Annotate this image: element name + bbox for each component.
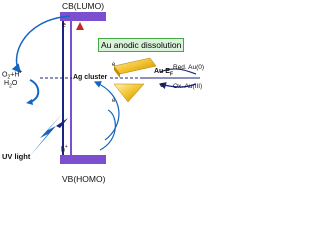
e-small-2: e (112, 98, 116, 104)
lightning-bolt-icon (30, 112, 64, 156)
cb-label: CB(LUMO) (62, 1, 105, 11)
au-ef-label: Au EF (154, 68, 174, 78)
e-small-1: e (112, 62, 116, 68)
electron-return-arrow (93, 81, 120, 141)
band-diagram (11, 12, 200, 164)
ox-au-label: Ox. Au(III) (173, 83, 203, 90)
o2-label: O2+H+ (2, 69, 23, 81)
hole-arrow (99, 109, 116, 151)
hole-label: h+ (61, 144, 68, 154)
red-au-label: Red. Au(0) (173, 64, 205, 71)
h2o-label: H2O (4, 80, 18, 90)
au-redox-arrow (159, 68, 197, 75)
vb-bar (60, 155, 106, 164)
cb-bar (60, 12, 106, 21)
vb-label: VB(HOMO) (62, 174, 106, 184)
electron-right-label: e (160, 82, 164, 89)
uv-bolt-tip (56, 118, 68, 128)
au-redox-return-arrow (158, 82, 197, 90)
o2-reduction-arrowhead (26, 99, 33, 105)
uv-light-label: UV light (2, 152, 31, 161)
ag-cluster-label: Ag cluster (72, 74, 109, 81)
title-text: Au anodic dissolution (101, 40, 182, 50)
au-dissolution-label-box: Au anodic dissolution (98, 38, 184, 52)
excitation-arrowhead (76, 22, 84, 30)
gold-nanoprism-icon (113, 83, 145, 103)
gold-prism-top (113, 57, 157, 78)
electron-transfer-arrow (11, 15, 71, 74)
electron-top-label: e (62, 22, 66, 29)
o2-reduction-arrow (29, 79, 40, 103)
